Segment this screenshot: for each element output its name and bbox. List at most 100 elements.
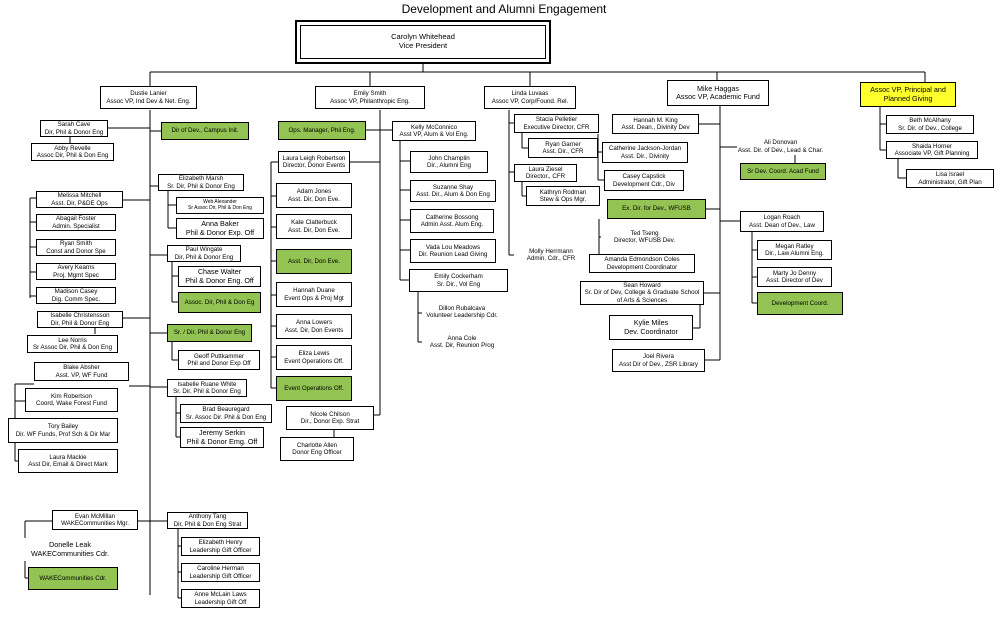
- node-text-line: Asst Dir, Email & Direct Mark: [28, 461, 108, 468]
- node-text-line: Kelly McConnico: [410, 123, 458, 131]
- node-text-line: Donelle Leak: [49, 540, 91, 550]
- node-text-line: Catherine Jackson-Jordan: [608, 145, 682, 153]
- node-text-line: Sr. Assoc Dir. Phil & Don Eng: [185, 413, 267, 421]
- node-text-line: Anna Baker: [201, 219, 239, 229]
- node-text-line: Asst. Dean., Divinity Dev: [621, 124, 690, 131]
- node-text-line: Dir, Phil & Donor Eng: [44, 128, 104, 136]
- node-text-line: Blake Absher: [63, 364, 100, 372]
- node-text-line: Suzanne Shay: [432, 183, 474, 191]
- node-text-line: Abagail Foster: [56, 215, 96, 223]
- node-asst-dir-don-eve-green: Asst. Dir, Don Eve.: [276, 249, 352, 274]
- node-text-line: Asst. Dir., Alum & Don Eng: [416, 191, 490, 198]
- node-text-line: Phil & Donor Exp. Off: [185, 227, 255, 237]
- node-text-line: Logan Roach: [763, 214, 801, 222]
- node-text-line: Geoff Puttkammer: [193, 352, 245, 360]
- node-text-line: Ryan Garner: [545, 140, 581, 148]
- node-text-line: Shaida Horner: [912, 142, 952, 150]
- node-text-line: Sr. Dir., Vol Eng: [436, 280, 481, 288]
- node-text-line: Assoc VP, Ind Dev & Net. Eng.: [106, 97, 191, 105]
- node-text-line: Const and Donor Spe: [46, 247, 106, 255]
- node-text-line: Asst Dir of Dev., ZSR Library: [619, 360, 698, 368]
- node-event-ops-green: Event Operations Off.: [276, 376, 352, 401]
- node-text-line: Dir of Dev., Campus Init.: [171, 127, 239, 135]
- node-text-line: Anna Lowers: [295, 319, 333, 327]
- node-text-line: Sarah Cave: [57, 121, 91, 129]
- node-text-line: Assoc VP, Corp/Found. Rel.: [491, 97, 569, 105]
- node-text-line: of Arts & Sciences: [616, 296, 668, 304]
- node-text-line: Dir. WF Funds, Prof Sch & Dir Mar: [15, 430, 111, 438]
- node-text-line: Dev. Coordinator: [624, 326, 678, 336]
- node-text-line: Jeremy Serkin: [199, 428, 245, 438]
- node-text-line: Mike Haggas: [697, 83, 739, 93]
- node-text-line: Vada Lou Meadows: [425, 243, 481, 251]
- node-text-line: Event Ops & Proj Mgt: [284, 294, 344, 302]
- node-text-line: Amanda Edmondson Coles: [604, 256, 680, 264]
- node-text-line: Ex. Dir. for Dev., WFUSB: [622, 205, 691, 213]
- node-text-line: Madison Casey: [54, 288, 98, 296]
- node-text-line: Sr Assoc Dir, Phil & Don Eng: [188, 204, 252, 211]
- node-text-line: Ops. Manager, Phil Eng.: [288, 126, 356, 134]
- node-text-line: Caroline Herman: [197, 565, 244, 573]
- vp-name: Carolyn Whitehead: [391, 32, 455, 42]
- node-text-line: Event Operations Off.: [284, 384, 344, 392]
- node-text-line: Kathryn Rodman: [539, 188, 587, 196]
- node-text-line: Emily Smith: [353, 90, 387, 98]
- node-text-line: Dustie Lanier: [130, 90, 167, 98]
- node-text-line: Asst. Dir, Reunion Prog: [429, 342, 495, 349]
- node-text-line: Asst. Dean of Dev., Law: [749, 221, 815, 229]
- node-text-line: Lee Norris: [58, 336, 87, 344]
- node-text-line: Laura Mackie: [49, 453, 87, 461]
- node-assoc-dir-green: Assoc. Dir, Phil & Don Eg: [178, 292, 261, 313]
- node-text-line: Asst. Dir, Don Eve.: [288, 257, 340, 265]
- node-text-line: Isabelle Christensson: [50, 312, 110, 320]
- node-text-line: Kim Robertson: [51, 392, 92, 400]
- node-text-line: Planned Giving: [883, 93, 933, 103]
- node-text-line: Asst. Dir, Don Eve.: [288, 226, 340, 234]
- node-text-line: Linda Luvaas: [511, 90, 549, 98]
- node-text-line: Sr. / Dir, Phil & Donor Eng: [173, 329, 246, 337]
- node-text-line: Eliza Lewis: [298, 350, 330, 358]
- node-text-line: Coord, Wake Forest Fund: [36, 400, 107, 407]
- node-text-line: Sr. Dir of Dev, College & Graduate Schoo…: [584, 289, 700, 297]
- node-sr-dir-green: Sr. / Dir, Phil & Donor Eng: [167, 324, 252, 342]
- node-text-line: Tory Bailey: [47, 423, 79, 431]
- node-text-line: Volunteer Leadership Cdr.: [426, 312, 498, 319]
- node-text-line: Assoc VP, Principal and: [870, 85, 946, 95]
- node-text-line: Elizabeth Marsh: [178, 175, 224, 183]
